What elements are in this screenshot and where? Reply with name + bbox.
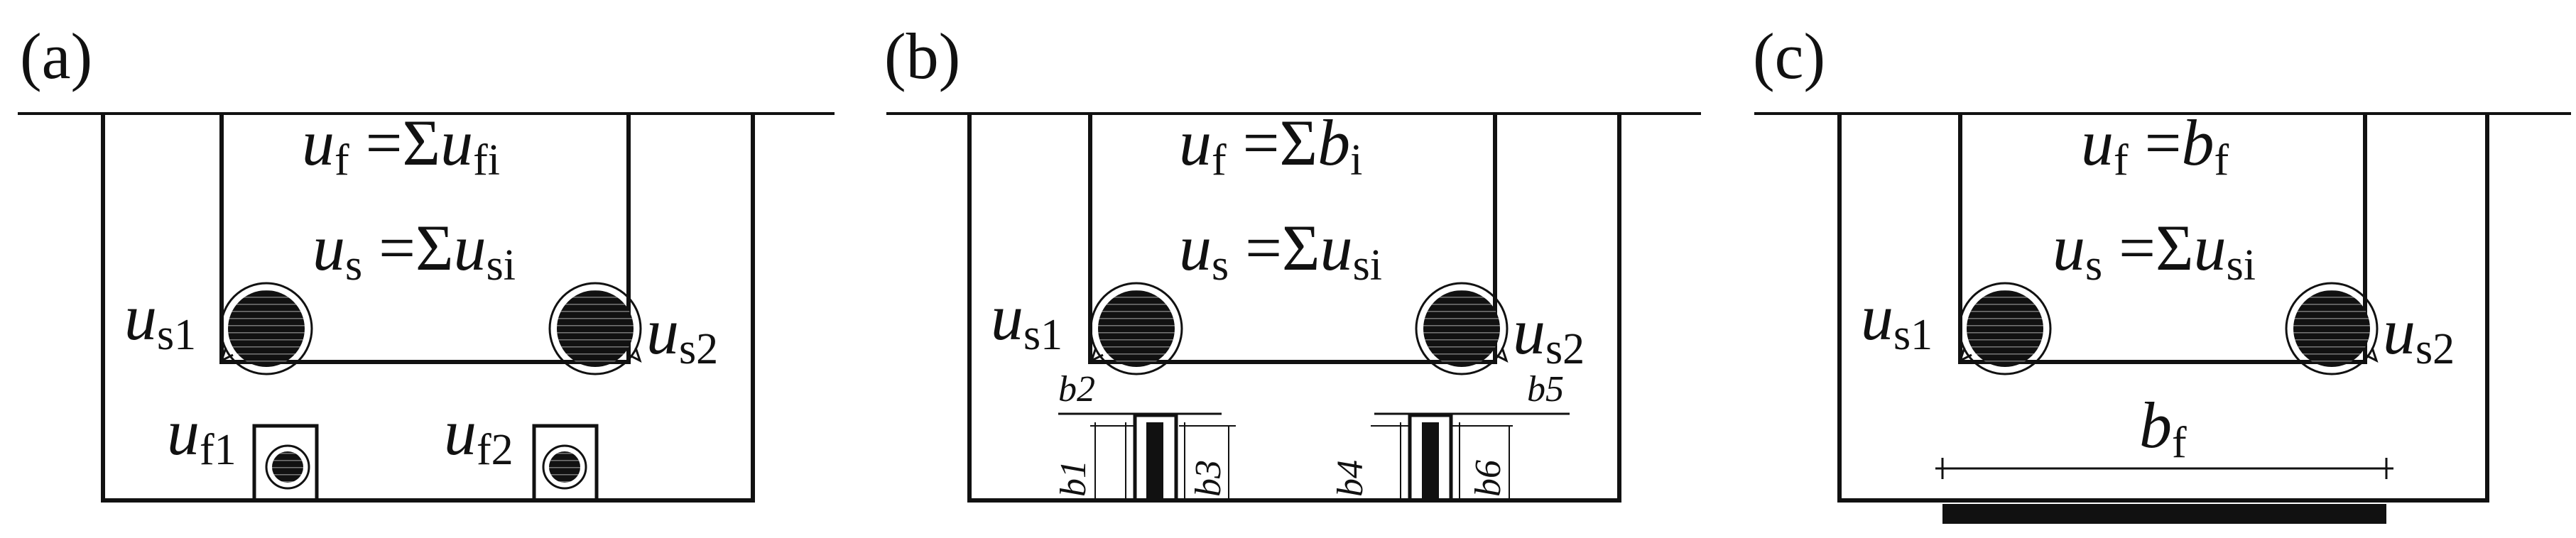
panel-c: (c) uf =bf us =Σusi us1 us2 [1753, 20, 2571, 524]
frp-plate [1935, 458, 2393, 524]
frp-strip-right [1371, 412, 1570, 503]
frp-bar-right [532, 424, 599, 503]
beam-outline [967, 114, 1621, 503]
panel-b-label: (b) [884, 20, 960, 92]
perimeter-uf2: uf2 [444, 396, 513, 474]
equation-uf: uf =Σufi [302, 106, 500, 185]
panel-a: (a) uf =Σufi us =Σusi us1 us2 [18, 20, 835, 503]
panel-c-label: (c) [1753, 20, 1825, 92]
perimeter-us2: us2 [1513, 295, 1585, 373]
plate-width-bf: bf [2139, 389, 2187, 467]
frp-strip-left [1058, 412, 1236, 503]
equation-uf: uf =bf [2081, 106, 2229, 185]
equation-us: us =Σusi [1179, 212, 1382, 290]
dim-b3: b3 [1188, 460, 1229, 497]
rebar-left [219, 282, 313, 375]
perimeter-us1: us1 [124, 281, 196, 359]
perimeter-us2: us2 [2383, 295, 2455, 373]
dim-b4: b4 [1330, 460, 1371, 497]
panel-a-label: (a) [20, 20, 92, 92]
perimeter-us1: us1 [1861, 281, 1933, 359]
rebar-right [1415, 282, 1509, 375]
dim-b1: b1 [1053, 460, 1094, 497]
rebar-right [548, 282, 642, 375]
stirrup [1088, 114, 1497, 364]
dim-b2: b2 [1058, 369, 1095, 410]
dim-b5: b5 [1527, 369, 1564, 410]
beam-outline [1837, 114, 2489, 503]
frp-bar-left [252, 424, 319, 503]
equation-us: us =Σusi [2053, 212, 2256, 290]
perimeter-us1: us1 [991, 281, 1063, 359]
rebar-left [1089, 282, 1183, 375]
equation-uf: uf =Σbi [1179, 106, 1362, 185]
panel-b: (b) uf =Σbi us =Σusi us1 us2 [884, 20, 1701, 503]
perimeter-uf1: uf1 [167, 396, 237, 474]
rebar-right [2285, 282, 2379, 375]
rebar-left [1958, 282, 2052, 375]
dim-b6: b6 [1468, 460, 1509, 497]
stirrup [1958, 114, 2367, 364]
beam-outline [101, 114, 755, 503]
stirrup [219, 114, 631, 364]
perimeter-us2: us2 [646, 295, 718, 373]
equation-us: us =Σusi [313, 212, 516, 290]
